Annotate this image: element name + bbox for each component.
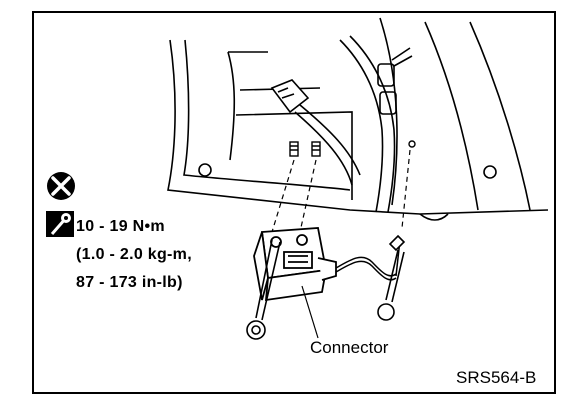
alignment-lines [271,149,411,233]
body-panel [167,17,549,221]
mounting-studs [289,140,416,157]
figure-frame [32,11,556,394]
do-not-reuse-icon [47,172,75,200]
torque-wrench-icon [46,211,74,237]
harness-connector-plug [270,79,310,114]
torque-spec-inlb: 87 - 173 in-lb) [76,274,183,291]
bolt-left [246,239,281,340]
bolt-right [377,234,406,321]
torque-spec-nm: 10 - 19 N•m [76,218,165,235]
connector-label: Connector [310,338,389,357]
torque-spec-kgm: (1.0 - 2.0 kg-m, [76,246,192,263]
connector-leader-line [301,285,319,339]
figure-code: SRS564-B [456,368,537,387]
sensor-module [253,227,337,302]
sensor-lead [335,239,401,281]
wire-harness [294,35,413,213]
